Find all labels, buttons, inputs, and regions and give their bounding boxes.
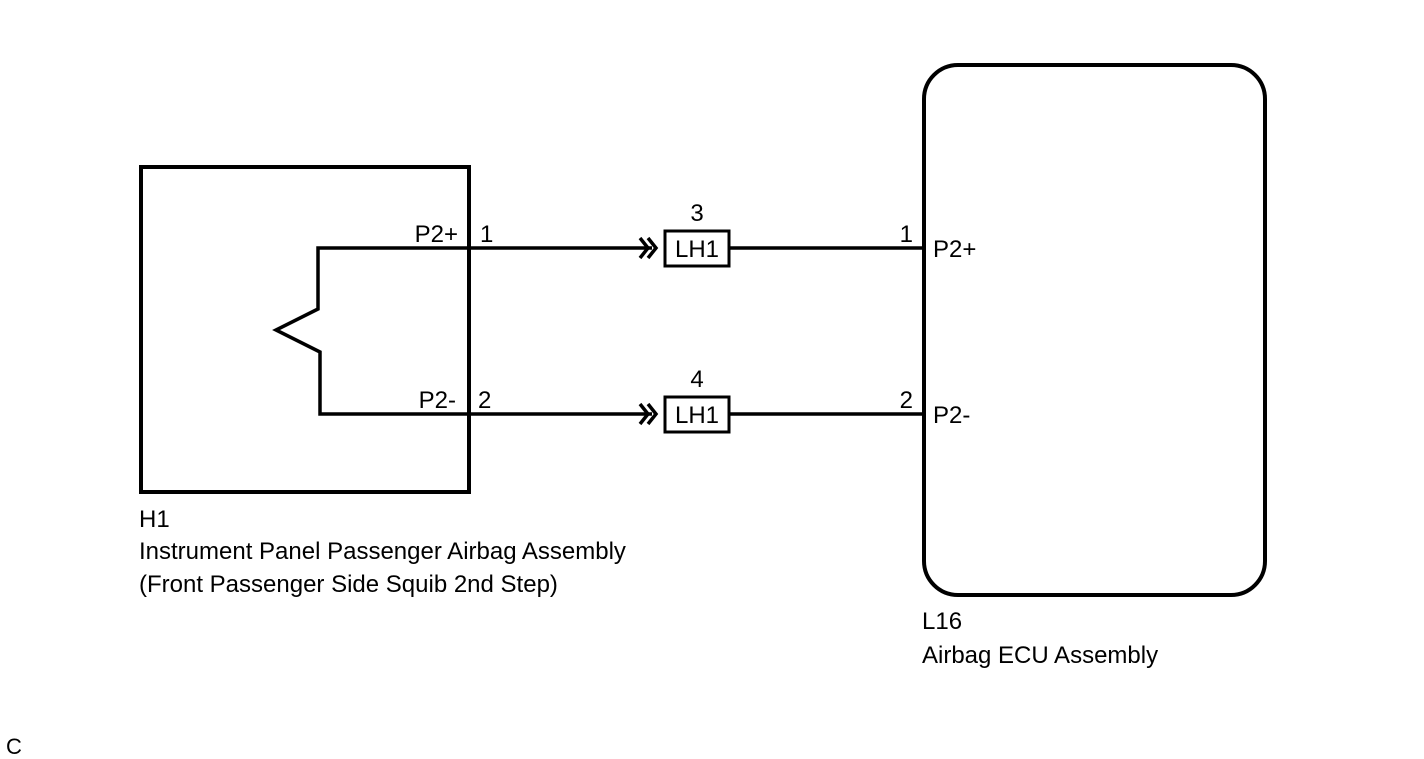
ecu-name: Airbag ECU Assembly [922, 642, 1158, 669]
airbag-assembly-code: H1 [139, 506, 170, 533]
airbag-assembly-name: Instrument Panel Passenger Airbag Assemb… [139, 538, 626, 565]
junction-label-lh1: LH1 [675, 236, 719, 263]
ecu-pin-signal-p2-plus: P2+ [933, 236, 976, 263]
h1-pin-signal-p2-plus: P2+ [415, 221, 458, 248]
corner-mark: C [6, 734, 22, 759]
connector-arrow-icon [638, 402, 651, 426]
squib-symbol [272, 246, 461, 416]
junction-pin-3: 3 [690, 200, 703, 227]
ecu-pin-signal-p2-minus: P2- [933, 402, 970, 429]
h1-pin-number-2: 2 [478, 387, 491, 414]
ecu-pin-number-2: 2 [900, 387, 913, 414]
connector-arrow-icon [646, 236, 659, 260]
h1-pin-number-1: 1 [480, 221, 493, 248]
connector-arrow-icon [646, 402, 659, 426]
junction-pin-4: 4 [690, 366, 703, 393]
airbag-assembly-box [139, 165, 471, 494]
ecu-pin-number-1: 1 [900, 221, 913, 248]
h1-pin-signal-p2-minus: P2- [419, 387, 456, 414]
ecu-code: L16 [922, 608, 962, 635]
airbag-assembly-subtitle: (Front Passenger Side Squib 2nd Step) [139, 571, 558, 598]
junction-label-lh1: LH1 [675, 402, 719, 429]
ecu-box [922, 63, 1267, 597]
connector-arrow-icon [638, 236, 651, 260]
